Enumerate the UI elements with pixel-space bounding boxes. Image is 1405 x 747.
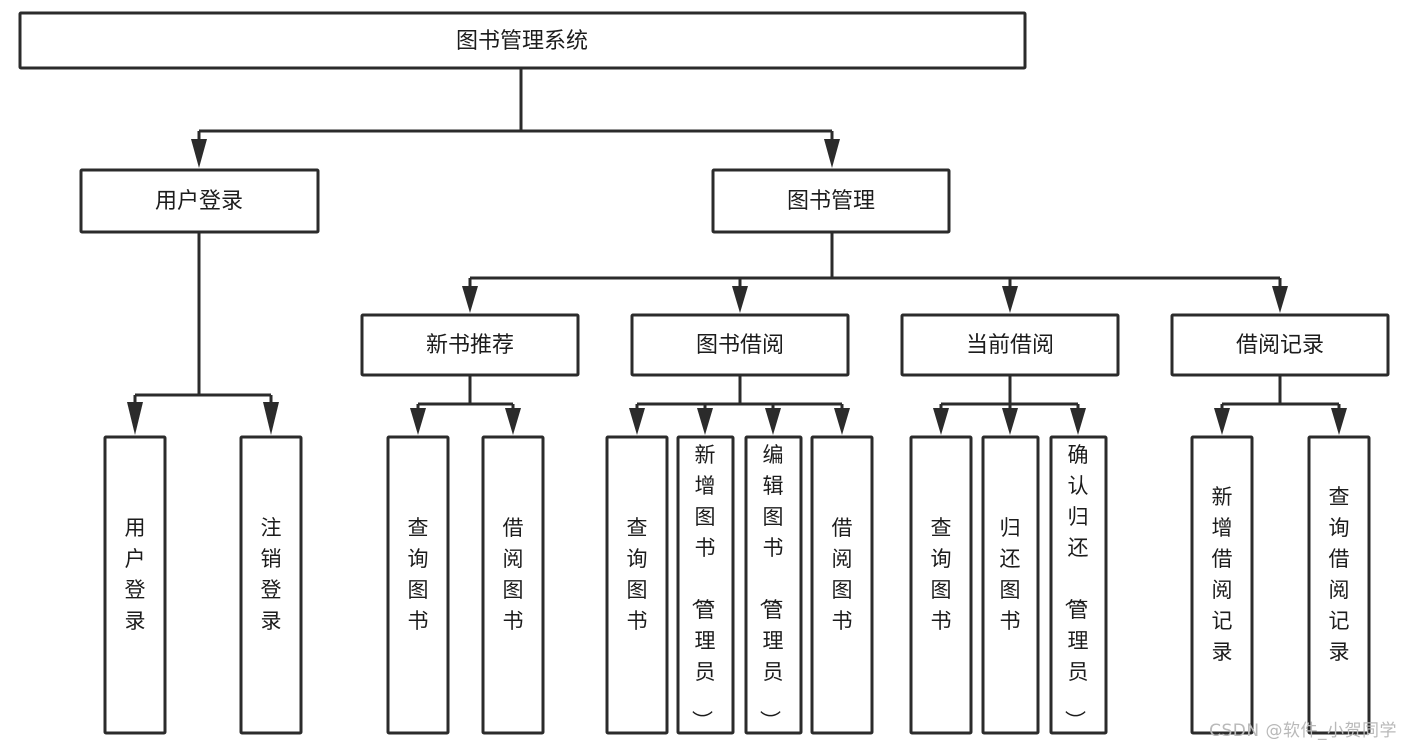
arrow-to-leaf-add-record xyxy=(1214,408,1230,435)
node-leaf-query-record-label: 查询借阅记录 xyxy=(1329,485,1350,664)
node-leaf-borrow-book-2-box[interactable] xyxy=(810,435,874,735)
node-leaf-logout-login-label: 注销登录 xyxy=(261,516,282,633)
node-current-borrow[interactable]: 当前借阅 xyxy=(900,313,1120,377)
node-book-manage-label: 图书管理 xyxy=(787,189,875,214)
node-book-borrow-box[interactable] xyxy=(630,313,850,377)
node-leaf-logout-login-box[interactable] xyxy=(239,435,303,735)
arrow-to-leaf-confirm-return xyxy=(1070,408,1086,435)
node-book-borrow-label: 图书借阅 xyxy=(696,333,784,358)
node-leaf-add-book-label: 新增图书（管理员） xyxy=(690,443,716,731)
node-current-borrow-label: 当前借阅 xyxy=(966,333,1054,358)
node-user-login[interactable]: 用户登录 xyxy=(79,168,320,234)
node-leaf-edit-book-box[interactable] xyxy=(744,435,803,735)
node-leaf-add-book-box[interactable] xyxy=(676,435,735,735)
arrow-to-book-borrow xyxy=(732,286,748,313)
node-leaf-user-login-label: 用户登录 xyxy=(125,516,146,633)
node-leaf-confirm-return[interactable]: 确认归还（管理员） xyxy=(1049,435,1108,735)
node-root-label: 图书管理系统 xyxy=(456,29,588,54)
node-root[interactable]: 图书管理系统 xyxy=(18,11,1027,70)
node-leaf-user-login-box[interactable] xyxy=(103,435,167,735)
node-leaf-return-book-label: 归还图书 xyxy=(1000,516,1021,633)
node-root-box[interactable] xyxy=(18,11,1027,70)
arrow-to-leaf-return-book xyxy=(1002,408,1018,435)
node-borrow-record[interactable]: 借阅记录 xyxy=(1170,313,1390,377)
node-leaf-add-record-box[interactable] xyxy=(1190,435,1254,735)
connector-layer xyxy=(127,68,1347,435)
arrow-to-user-login xyxy=(191,139,207,168)
arrow-to-leaf-user-login xyxy=(127,402,143,435)
csdn-watermark: CSDN @软件_小贺同学 xyxy=(1209,721,1397,741)
node-leaf-query-book-2-box[interactable] xyxy=(605,435,669,735)
node-leaf-add-record-label: 新增借阅记录 xyxy=(1212,485,1233,664)
arrow-to-current-borrow xyxy=(1002,286,1018,313)
node-new-book-recommend-label: 新书推荐 xyxy=(426,333,514,358)
node-leaf-query-book-1[interactable]: 查询图书 xyxy=(386,435,450,735)
node-leaf-borrow-book-2[interactable]: 借阅图书 xyxy=(810,435,874,735)
arrow-to-new-book-recommend xyxy=(462,286,478,313)
arrow-to-leaf-logout-login xyxy=(263,402,279,435)
node-leaf-user-login[interactable]: 用户登录 xyxy=(103,435,167,735)
node-current-borrow-box[interactable] xyxy=(900,313,1120,377)
arrow-to-leaf-borrow-book-2 xyxy=(834,408,850,435)
arrow-to-leaf-edit-book xyxy=(765,408,781,435)
node-leaf-logout-login[interactable]: 注销登录 xyxy=(239,435,303,735)
node-leaf-query-book-3[interactable]: 查询图书 xyxy=(909,435,973,735)
arrow-to-leaf-query-book-2 xyxy=(629,408,645,435)
node-book-manage-box[interactable] xyxy=(711,168,951,234)
node-leaf-borrow-book-1-box[interactable] xyxy=(481,435,545,735)
node-borrow-record-box[interactable] xyxy=(1170,313,1390,377)
node-leaf-add-record[interactable]: 新增借阅记录 xyxy=(1190,435,1254,735)
node-leaf-borrow-book-1-label: 借阅图书 xyxy=(503,516,524,633)
node-leaf-borrow-book-2-label: 借阅图书 xyxy=(832,516,853,633)
arrow-to-leaf-query-book-1 xyxy=(410,408,426,435)
node-leaf-query-book-1-label: 查询图书 xyxy=(408,516,429,633)
node-leaf-query-record-box[interactable] xyxy=(1307,435,1371,735)
node-leaf-query-book-2-label: 查询图书 xyxy=(627,516,648,633)
arrow-to-book-manage xyxy=(824,139,840,168)
node-leaf-confirm-return-label: 确认归还（管理员） xyxy=(1063,443,1089,731)
node-book-manage[interactable]: 图书管理 xyxy=(711,168,951,234)
node-leaf-confirm-return-box[interactable] xyxy=(1049,435,1108,735)
node-new-book-recommend[interactable]: 新书推荐 xyxy=(360,313,580,377)
node-leaf-query-book-3-box[interactable] xyxy=(909,435,973,735)
node-user-login-box[interactable] xyxy=(79,168,320,234)
arrow-to-leaf-borrow-book-1 xyxy=(505,408,521,435)
arrow-to-leaf-query-record xyxy=(1331,408,1347,435)
node-user-login-label: 用户登录 xyxy=(155,189,243,214)
node-leaf-edit-book-label: 编辑图书（管理员） xyxy=(758,443,784,731)
arrow-to-leaf-add-book xyxy=(697,408,713,435)
node-leaf-add-book[interactable]: 新增图书（管理员） xyxy=(676,435,735,735)
node-leaf-query-book-2[interactable]: 查询图书 xyxy=(605,435,669,735)
node-leaf-query-book-3-label: 查询图书 xyxy=(931,516,952,633)
node-leaf-return-book-box[interactable] xyxy=(981,435,1040,735)
node-leaf-edit-book[interactable]: 编辑图书（管理员） xyxy=(744,435,803,735)
arrow-to-borrow-record xyxy=(1272,286,1288,313)
arrow-to-leaf-query-book-3 xyxy=(933,408,949,435)
node-borrow-record-label: 借阅记录 xyxy=(1236,333,1324,358)
node-book-borrow[interactable]: 图书借阅 xyxy=(630,313,850,377)
node-new-book-recommend-box[interactable] xyxy=(360,313,580,377)
node-leaf-query-record[interactable]: 查询借阅记录 xyxy=(1307,435,1371,735)
node-leaf-return-book[interactable]: 归还图书 xyxy=(981,435,1040,735)
node-leaf-borrow-book-1[interactable]: 借阅图书 xyxy=(481,435,545,735)
node-leaf-query-book-1-box[interactable] xyxy=(386,435,450,735)
